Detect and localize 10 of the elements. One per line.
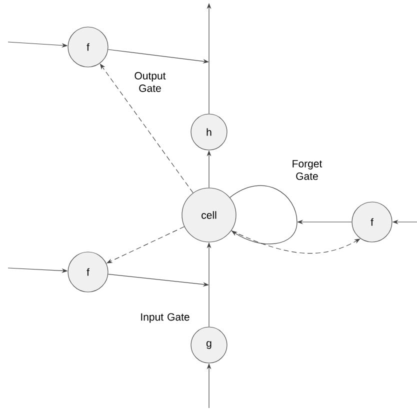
gate-label: Input Gate xyxy=(141,313,190,323)
circle-node: f xyxy=(352,202,392,242)
gate-label: Output Gate xyxy=(134,72,166,92)
gate-label: Forget Gate xyxy=(292,160,322,180)
circle-node: f xyxy=(68,26,108,68)
circle-node: g xyxy=(190,326,228,364)
circle-node: h xyxy=(190,114,228,150)
circle-node: f xyxy=(68,252,108,292)
circle-node: cell xyxy=(182,188,236,242)
loop-arrow xyxy=(230,185,298,244)
